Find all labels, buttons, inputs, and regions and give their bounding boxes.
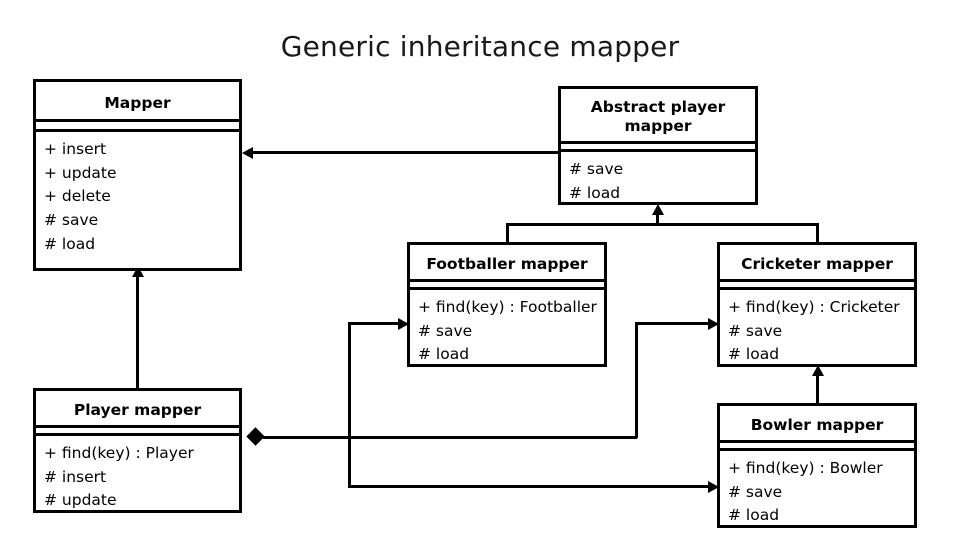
- arrowhead-tree-to-abstract: [651, 204, 664, 215]
- class-name-mapper: Mapper: [104, 93, 171, 112]
- connector-composition-branch-footballer: [348, 322, 351, 438]
- class-member: + find(key) : Footballer: [418, 298, 597, 316]
- class-members-cricketer-mapper: + find(key) : Cricketer # save # load: [720, 290, 914, 371]
- class-member: # load: [569, 183, 621, 202]
- connector-composition-trunk: [263, 436, 637, 439]
- class-member: # save: [44, 211, 99, 230]
- class-members-bowler-mapper: + find(key) : Bowler # save # load: [720, 451, 914, 532]
- connector-composition-branch-cricketer: [635, 322, 638, 438]
- arrowhead-composition-to-cricketer: [708, 317, 719, 330]
- class-empty-compartment: [410, 282, 604, 287]
- class-member: + insert: [44, 140, 107, 158]
- class-box-footballer-mapper[interactable]: Footballer mapper + find(key) : Football…: [407, 242, 607, 367]
- connector-composition-lead-bowler: [348, 485, 715, 488]
- arrowhead-bowler-to-cricketer: [811, 365, 824, 376]
- class-divider: [720, 440, 914, 443]
- arrowhead-composition-to-bowler: [708, 480, 719, 493]
- class-divider: [36, 129, 239, 132]
- page-title: Generic inheritance mapper: [280, 30, 680, 63]
- connector-composition-branch-bowler: [348, 436, 351, 488]
- connector-composition-lead-footballer: [348, 322, 403, 325]
- class-name-footballer-mapper: Footballer mapper: [426, 255, 588, 274]
- class-box-cricketer-mapper[interactable]: Cricketer mapper + find(key) : Cricketer…: [717, 242, 917, 367]
- class-divider: [720, 287, 914, 290]
- class-member: + find(key) : Player: [44, 444, 194, 462]
- arrowhead-abstract-to-mapper: [242, 146, 253, 159]
- class-name-cricketer-mapper: Cricketer mapper: [741, 255, 893, 274]
- arrowhead-player-to-mapper: [131, 266, 144, 277]
- class-empty-compartment: [36, 122, 239, 129]
- class-member: # save: [418, 321, 473, 340]
- class-member: # load: [728, 345, 780, 364]
- class-empty-compartment: [720, 282, 914, 287]
- class-member: # load: [728, 506, 780, 525]
- class-member: # insert: [44, 467, 107, 486]
- class-member: # save: [728, 321, 783, 340]
- class-member: # update: [44, 491, 117, 510]
- class-box-player-mapper[interactable]: Player mapper + find(key) : Player # ins…: [33, 388, 242, 513]
- class-empty-compartment: [36, 428, 239, 433]
- class-member: + delete: [44, 187, 111, 206]
- composition-diamond-player-mapper: [246, 427, 265, 446]
- class-members-player-mapper: + find(key) : Player # insert # update: [36, 436, 239, 517]
- connector-tree-bar: [506, 223, 819, 226]
- class-divider: [561, 141, 755, 144]
- class-divider: [36, 433, 239, 436]
- class-member: + find(key) : Cricketer: [728, 298, 900, 316]
- class-divider: [36, 425, 239, 428]
- class-empty-compartment: [720, 443, 914, 448]
- class-member: # save: [569, 160, 624, 178]
- class-name-bowler-mapper: Bowler mapper: [750, 416, 884, 435]
- connector-player-to-mapper: [136, 276, 139, 388]
- class-members-mapper: + insert + update + delete # save # load: [36, 132, 239, 261]
- class-divider: [720, 279, 914, 282]
- class-box-bowler-mapper[interactable]: Bowler mapper + find(key) : Bowler # sav…: [717, 403, 917, 528]
- class-box-mapper[interactable]: Mapper + insert + update + delete # save…: [33, 79, 242, 271]
- class-name-line-1: Abstract player: [590, 97, 726, 116]
- class-name-line-2: mapper: [624, 117, 692, 135]
- class-members-footballer-mapper: + find(key) : Footballer # save # load: [410, 290, 604, 371]
- connector-abstract-to-mapper: [249, 151, 560, 154]
- connector-tree-branch-footballer: [506, 223, 509, 244]
- class-divider: [410, 279, 604, 282]
- class-empty-compartment: [561, 144, 755, 149]
- class-member: # load: [44, 234, 96, 253]
- class-name-abstract-player-mapper: Abstract player mapper: [561, 89, 755, 141]
- class-member: + find(key) : Bowler: [728, 459, 883, 477]
- class-divider: [410, 287, 604, 290]
- class-divider: [561, 149, 755, 152]
- class-member: # save: [728, 482, 783, 501]
- class-member: # load: [418, 345, 470, 364]
- class-divider: [720, 448, 914, 451]
- class-name-player-mapper: Player mapper: [73, 401, 202, 420]
- class-members-abstract-player-mapper: # save # load: [561, 152, 755, 209]
- class-box-abstract-player-mapper[interactable]: Abstract player mapper # save # load: [558, 86, 758, 205]
- connector-composition-lead-cricketer: [635, 322, 715, 325]
- class-member: + update: [44, 163, 117, 182]
- connector-bowler-to-cricketer: [816, 375, 819, 405]
- arrowhead-composition-to-footballer: [398, 317, 409, 330]
- class-divider: [36, 119, 239, 122]
- connector-tree-branch-cricketer: [816, 223, 819, 244]
- connector-tree-stem: [656, 215, 659, 226]
